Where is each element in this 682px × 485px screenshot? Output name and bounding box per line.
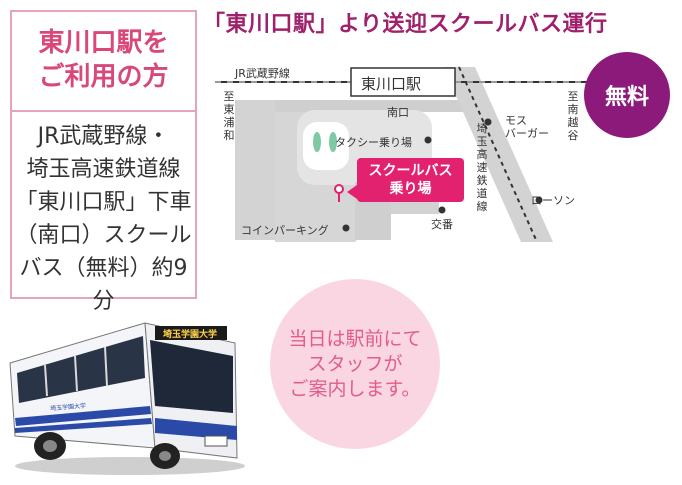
police-box-label: 交番	[431, 218, 453, 231]
parking-dot	[342, 224, 350, 232]
map-graphic	[215, 66, 605, 243]
heading-line-2: ご利用の方	[38, 62, 169, 92]
station-map: JR武蔵野線 東川口駅 南口 至東浦和 至南越谷 タクシー乗り場 モスバーガー …	[215, 52, 605, 244]
body-line: 埼玉高速鉄道線	[26, 157, 181, 182]
page-title: 「東川口駅」より送迎スクールバス運行	[203, 12, 608, 37]
road	[235, 100, 275, 240]
station-building	[350, 67, 456, 97]
info-box-body: JR武蔵野線・ 埼玉高速鉄道線 「東川口駅」下車 （南口）スクール バス（無料）…	[12, 120, 195, 318]
taxi-dot	[424, 136, 432, 144]
bus-destination-sign: 埼玉学園大学	[163, 330, 218, 340]
taxi-label: タクシー乗り場	[335, 136, 412, 149]
mos-dot	[484, 118, 492, 126]
bus-stop-tag: スクールバス 乗り場	[357, 158, 464, 202]
heading-line-1: 東川口駅を	[38, 28, 169, 58]
mos-label: モスバーガー	[505, 114, 549, 140]
bus-image: 埼玉学園大学 埼玉学園大学	[5, 318, 250, 478]
parking-label: コインパーキング	[241, 224, 329, 237]
staff-note: 当日は駅前にて スタッフが ご案内します。	[270, 279, 440, 449]
saitama-railway-band	[443, 67, 553, 242]
info-box-heading: 東川口駅を ご利用の方	[12, 12, 195, 112]
jr-line-label: JR武蔵野線	[235, 67, 290, 80]
bus-stop-pin	[334, 184, 344, 194]
staff-note-line: スタッフが	[307, 352, 403, 375]
body-line: JR武蔵野線・	[37, 124, 170, 149]
rotary	[303, 122, 349, 170]
body-line: バス（無料）約9分	[19, 256, 188, 314]
staff-note-line: ご案内します。	[289, 377, 421, 400]
bus-stop-line-1: スクールバス	[368, 163, 453, 179]
saitama-line-label: 埼玉高速鉄道線	[476, 122, 488, 213]
info-box: 東川口駅を ご利用の方 JR武蔵野線・ 埼玉高速鉄道線 「東川口駅」下車 （南口…	[10, 10, 197, 314]
lawson-dot	[535, 196, 543, 204]
free-badge: 無料	[584, 52, 670, 138]
staff-note-line: 当日は駅前にて	[288, 327, 422, 350]
left-direction-label: 至東浦和	[223, 90, 235, 142]
body-line: （南口）スクール	[15, 223, 192, 248]
body-line: 「東川口駅」下車	[15, 190, 192, 215]
road	[235, 100, 485, 112]
right-direction-label: 至南越谷	[567, 90, 579, 142]
bus-stop-line-2: 乗り場	[389, 181, 432, 197]
police-dot	[438, 206, 446, 214]
south-exit-label: 南口	[387, 106, 409, 119]
lawson-label: ローソン	[531, 194, 575, 207]
station-label: 東川口駅	[361, 75, 422, 93]
